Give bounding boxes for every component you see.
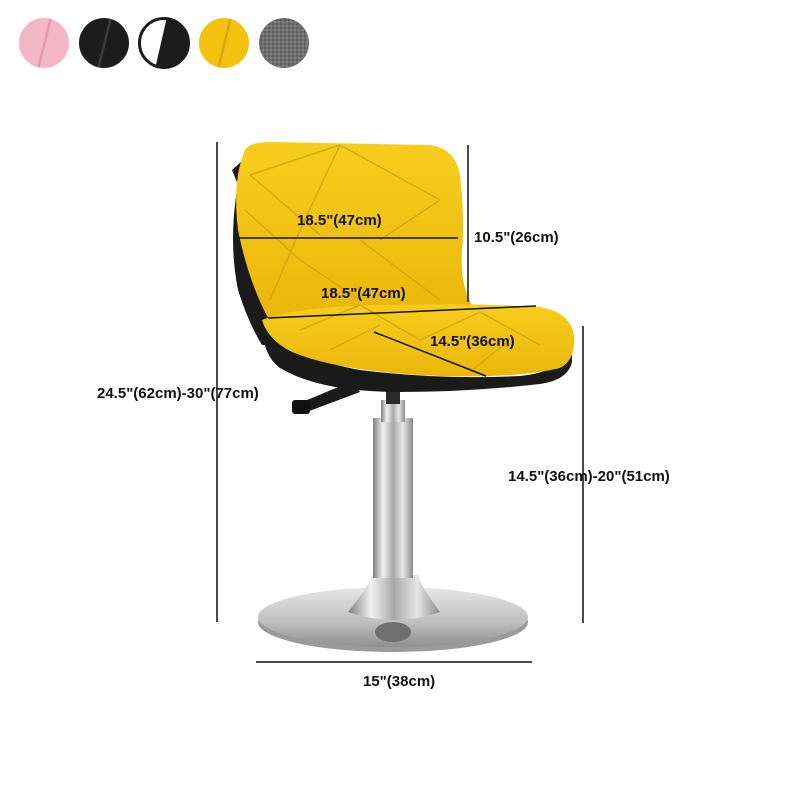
total-height-label: 24.5"(62cm)-30"(77cm)	[97, 385, 259, 402]
seat-width-label: 18.5"(47cm)	[321, 285, 406, 302]
swatch-pink[interactable]	[18, 17, 70, 69]
swatch-fill	[259, 18, 309, 68]
back-width-label: 18.5"(47cm)	[297, 212, 382, 229]
seat-shell	[262, 322, 572, 392]
swatch-black-white[interactable]	[138, 17, 190, 69]
stool-base	[258, 575, 528, 652]
swatch-black[interactable]	[78, 17, 130, 69]
dimension-lines	[216, 142, 584, 663]
gas-lift-pole	[373, 380, 413, 578]
seat-backrest	[236, 142, 472, 320]
swatch-gray[interactable]	[258, 17, 310, 69]
seat-depth-label: 14.5"(36cm)	[430, 333, 515, 350]
seat-height-label: 14.5"(36cm)-20"(51cm)	[508, 468, 670, 485]
swatch-yellow[interactable]	[198, 17, 250, 69]
back-height-label: 10.5"(26cm)	[474, 229, 559, 246]
color-swatches	[18, 17, 318, 72]
base-diameter-label: 15"(38cm)	[363, 673, 436, 690]
seat-cushion	[262, 304, 575, 377]
quilt-stitching	[244, 144, 541, 373]
